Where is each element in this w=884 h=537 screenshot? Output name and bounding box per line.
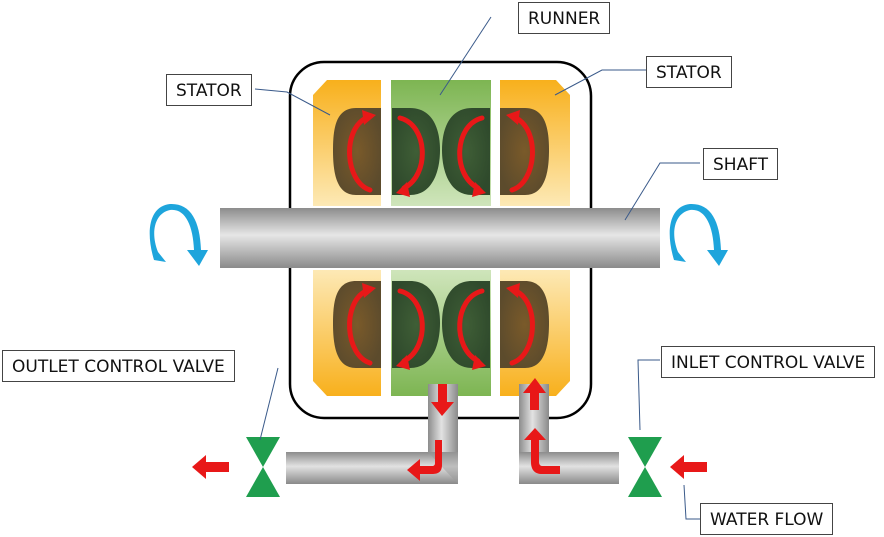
label-runner: RUNNER <box>518 2 611 34</box>
label-water-flow: WATER FLOW <box>700 503 834 535</box>
circulation-arrows-bottom <box>347 288 535 366</box>
circulation-arrowheads-bottom <box>362 283 520 370</box>
label-stator-right: STATOR <box>646 56 732 88</box>
label-shaft: SHAFT <box>703 148 779 180</box>
bowtie-valve-icon <box>246 437 280 497</box>
shaft <box>220 208 660 268</box>
outlet-pipe <box>286 384 458 484</box>
leader-lines <box>254 16 700 520</box>
circulation-arrowheads-top <box>362 110 520 197</box>
cavities-bottom <box>333 281 549 368</box>
flow-arrows-pipes <box>407 378 560 481</box>
flow-arrow-outlet <box>192 455 229 479</box>
label-outlet-control-valve: OUTLET CONTROL VALVE <box>2 350 235 382</box>
curved-arrow-icon <box>669 203 728 266</box>
label-inlet-control-valve: INLET CONTROL VALVE <box>661 346 876 378</box>
flow-arrow-inlet <box>670 455 707 479</box>
curved-arrow-icon <box>149 203 208 266</box>
cavities-top <box>333 108 549 195</box>
label-stator-left: STATOR <box>166 74 252 106</box>
bowtie-valve-icon <box>628 437 662 497</box>
circulation-arrows-top <box>347 115 535 193</box>
